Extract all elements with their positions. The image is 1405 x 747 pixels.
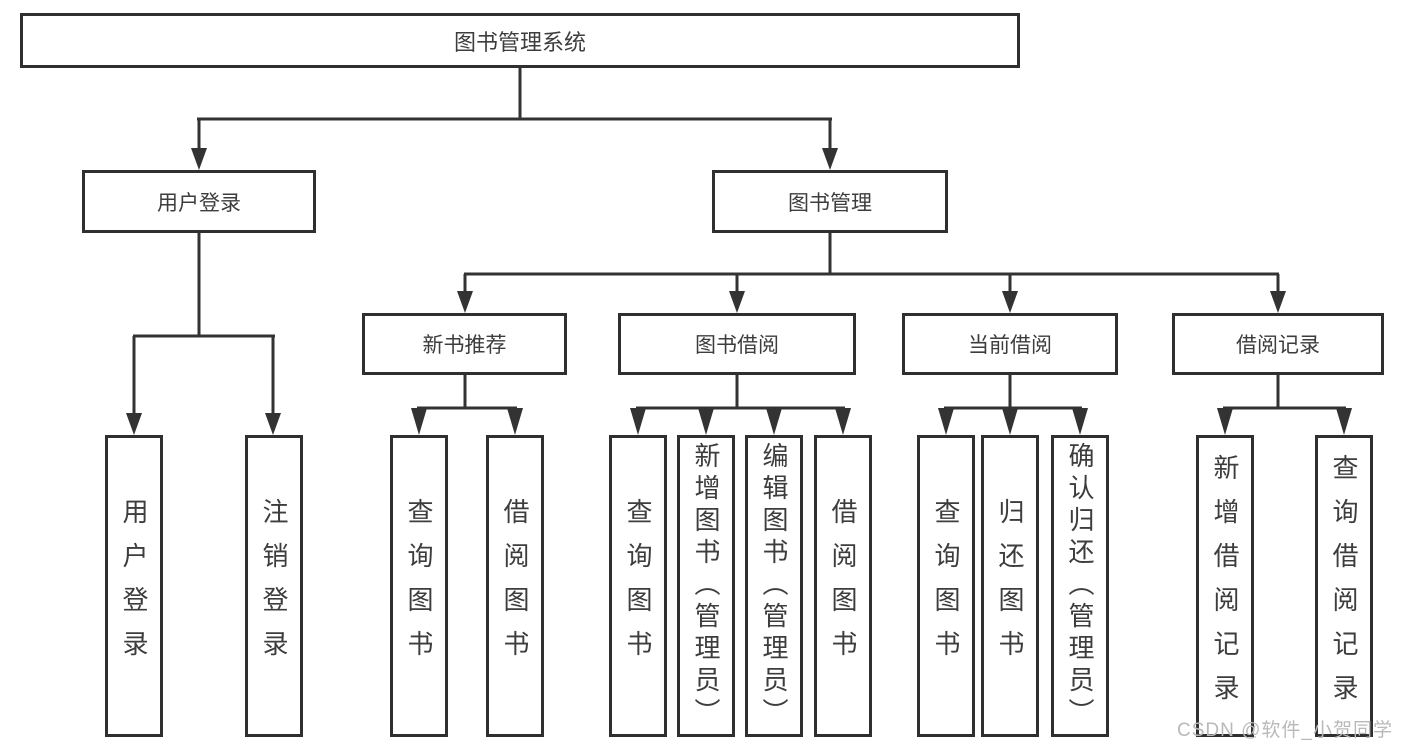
leaf-borrow-books-2: 借阅图书	[814, 435, 872, 737]
leaf-query-borrow-record: 查询借阅记录	[1315, 435, 1373, 737]
arrowhead	[1072, 408, 1088, 435]
leaf-query-borrow-record-label: 查询借阅记录	[1329, 454, 1359, 718]
leaf-return-books-label: 归还图书	[995, 498, 1025, 674]
arrowhead	[729, 291, 745, 313]
arrowhead	[265, 413, 281, 435]
node-borrowing-records: 借阅记录	[1172, 313, 1384, 375]
arrowhead	[1217, 408, 1233, 435]
arrowhead	[1002, 408, 1018, 435]
node-new-book-recommend-label: 新书推荐	[422, 334, 507, 357]
leaf-query-books-3: 查询图书	[917, 435, 975, 737]
node-book-management-label: 图书管理	[788, 191, 872, 215]
node-root: 图书管理系统	[20, 13, 1020, 68]
leaf-confirm-return-admin: 确认归还（管理员）	[1051, 435, 1109, 737]
leaf-borrow-books-1: 借阅图书	[486, 435, 544, 737]
arrowhead	[822, 148, 838, 170]
leaf-add-borrow-record-label: 新增借阅记录	[1210, 454, 1240, 718]
leaf-edit-books-admin: 编辑图书（管理员）	[745, 435, 803, 737]
leaf-edit-books-admin-label: 编辑图书（管理员）	[759, 442, 789, 730]
node-new-book-recommend: 新书推荐	[362, 313, 567, 375]
arrowhead	[698, 408, 714, 435]
arrowhead	[630, 408, 646, 435]
arrowhead	[1270, 291, 1286, 313]
arrowhead	[507, 408, 523, 435]
leaf-query-books-2-label: 查询图书	[623, 498, 653, 674]
node-root-label: 图书管理系统	[453, 29, 586, 55]
node-user-login: 用户登录	[82, 170, 316, 233]
node-current-borrowing-label: 当前借阅	[968, 334, 1052, 357]
leaf-query-books-3-label: 查询图书	[931, 498, 961, 674]
arrowhead	[1336, 408, 1352, 435]
leaf-confirm-return-admin-label: 确认归还（管理员）	[1065, 442, 1095, 730]
leaf-user-login: 用户登录	[105, 435, 163, 737]
leaf-add-books-admin-label: 新增图书（管理员）	[691, 442, 721, 730]
leaf-borrow-books-1-label: 借阅图书	[500, 498, 530, 674]
leaf-query-books-1-label: 查询图书	[404, 498, 434, 674]
arrowhead	[126, 413, 142, 435]
node-user-login-label: 用户登录	[157, 191, 241, 215]
node-current-borrowing: 当前借阅	[902, 313, 1118, 375]
arrowhead	[938, 408, 954, 435]
node-book-borrowing: 图书借阅	[618, 313, 856, 375]
node-book-management: 图书管理	[712, 170, 948, 233]
leaf-query-books-2: 查询图书	[609, 435, 667, 737]
leaf-logout: 注销登录	[245, 435, 303, 737]
leaf-borrow-books-2-label: 借阅图书	[828, 498, 858, 674]
arrowhead	[411, 408, 427, 435]
arrowhead	[457, 291, 473, 313]
arrowhead	[191, 148, 207, 170]
arrowhead	[1002, 291, 1018, 313]
arrowhead	[835, 408, 851, 435]
leaf-logout-label: 注销登录	[259, 498, 289, 674]
csdn-watermark: CSDN @软件_小贺同学	[1177, 720, 1393, 741]
leaf-return-books: 归还图书	[981, 435, 1039, 737]
leaf-add-books-admin: 新增图书（管理员）	[677, 435, 735, 737]
arrowhead	[766, 408, 782, 435]
node-borrowing-records-label: 借阅记录	[1236, 334, 1320, 357]
leaf-query-books-1: 查询图书	[390, 435, 448, 737]
leaf-add-borrow-record: 新增借阅记录	[1196, 435, 1254, 737]
leaf-user-login-label: 用户登录	[119, 498, 149, 674]
node-book-borrowing-label: 图书借阅	[695, 334, 779, 357]
